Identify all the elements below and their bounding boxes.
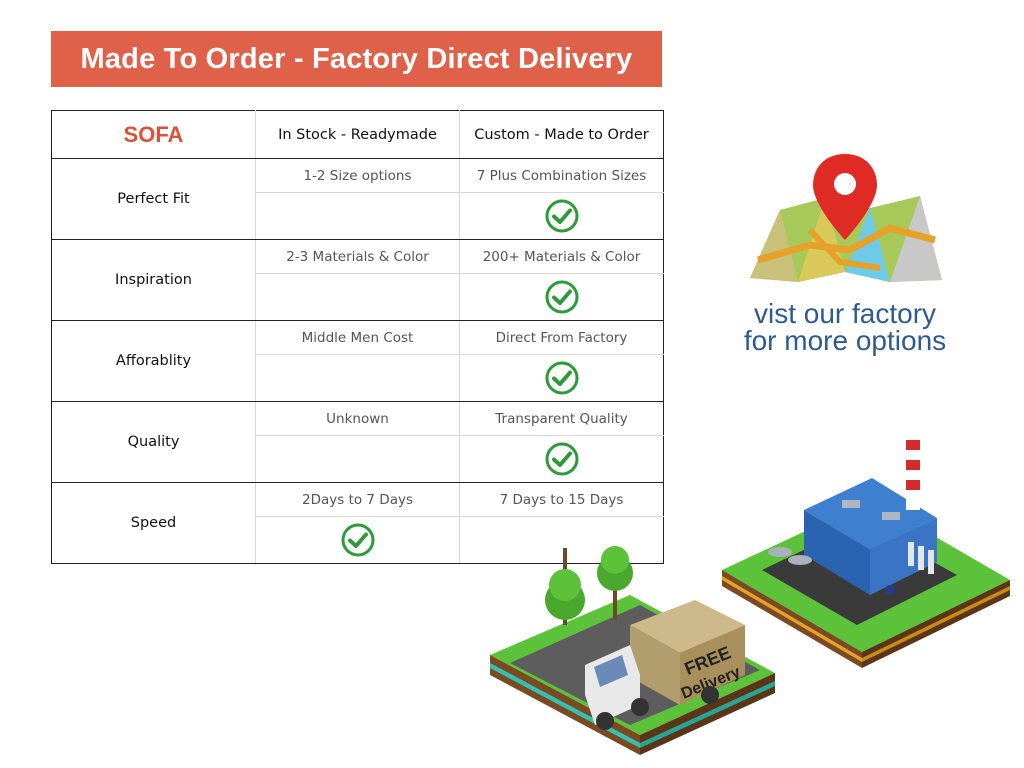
instock-value: 1-2 Size options	[255, 158, 460, 193]
instock-check-cell	[255, 435, 460, 483]
delivery-truck-illustration: FREE Delivery	[490, 546, 775, 755]
custom-value: 7 Days to 15 Days	[459, 482, 664, 517]
table-row	[52, 516, 664, 564]
custom-check-cell	[459, 192, 664, 240]
promo-text: vist our factory for more options	[720, 298, 970, 356]
instock-check-cell	[255, 273, 460, 321]
feature-label: Speed	[51, 482, 256, 564]
instock-check-cell	[255, 192, 460, 240]
custom-check-cell	[459, 435, 664, 483]
check-icon	[460, 199, 663, 233]
column-header-custom: Custom - Made to Order	[474, 126, 649, 143]
header-banner: Made To Order - Factory Direct Delivery	[51, 31, 662, 87]
instock-check-cell	[255, 516, 460, 564]
table-row	[52, 273, 664, 321]
custom-value: 200+ Materials & Color	[459, 239, 664, 274]
feature-label: Perfect Fit	[51, 158, 256, 240]
check-icon	[460, 280, 663, 314]
feature-label: Afforablity	[51, 320, 256, 402]
check-icon	[256, 523, 459, 557]
column-header-instock: In Stock - Readymade	[278, 126, 437, 143]
instock-value: Unknown	[255, 401, 460, 436]
check-icon	[460, 361, 663, 395]
custom-check-cell	[459, 354, 664, 402]
custom-check-cell	[459, 516, 664, 564]
comparison-table: SOFA In Stock - Readymade Custom - Made …	[51, 110, 664, 564]
brand-label: SOFA	[123, 121, 184, 147]
factory-illustration	[722, 430, 1010, 668]
feature-label: Quality	[51, 401, 256, 483]
instock-value: 2-3 Materials & Color	[255, 239, 460, 274]
check-icon	[460, 442, 663, 476]
custom-value: 7 Plus Combination Sizes	[459, 158, 664, 193]
custom-value: Transparent Quality	[459, 401, 664, 436]
table-header-row: SOFA In Stock - Readymade Custom - Made …	[51, 110, 664, 159]
table-row	[52, 435, 664, 483]
table-row	[52, 354, 664, 402]
feature-label: Inspiration	[51, 239, 256, 321]
instock-value: 2Days to 7 Days	[255, 482, 460, 517]
map-pin-icon	[750, 154, 942, 282]
promo-line-1: vist our factory	[753, 298, 937, 329]
instock-check-cell	[255, 354, 460, 402]
custom-value: Direct From Factory	[459, 320, 664, 355]
promo-line-2: for more options	[743, 325, 947, 356]
custom-check-cell	[459, 273, 664, 321]
table-row	[52, 192, 664, 240]
instock-value: Middle Men Cost	[255, 320, 460, 355]
